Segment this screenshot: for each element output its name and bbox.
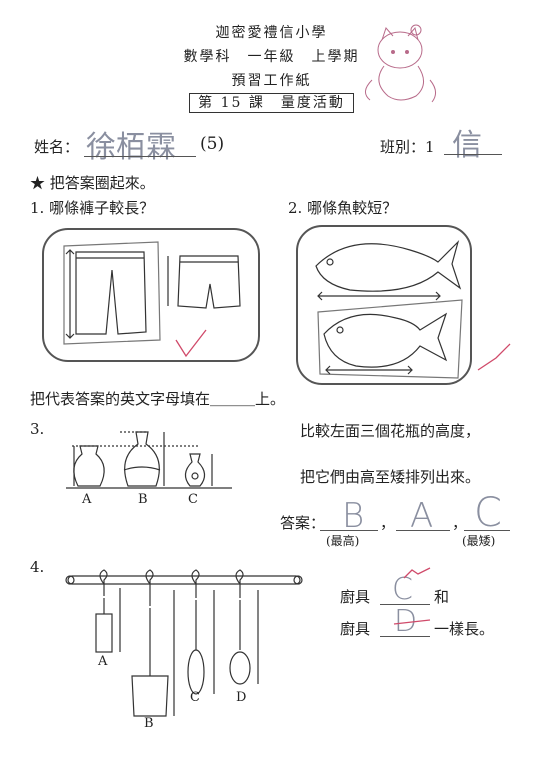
q3-blank-3 — [464, 530, 510, 531]
worksheet-title: 預習工作紙 — [231, 73, 312, 89]
q2-option-box[interactable] — [296, 225, 472, 385]
q3-blank-2 — [396, 530, 450, 531]
name-label: 姓名： — [34, 138, 80, 156]
utensil-label-b: B — [144, 716, 154, 731]
q4-row2-prefix: 廚具 — [340, 620, 371, 638]
q4-row1-prefix: 廚具 — [340, 588, 371, 606]
class-label: 班別：1 — [380, 138, 435, 156]
lesson-title: 第 15 課 量度活動 — [189, 93, 354, 113]
q4-row2-answer[interactable]: D — [394, 604, 418, 639]
utensil-label-c: C — [190, 690, 200, 705]
q4-row1-answer[interactable]: C — [392, 572, 413, 607]
name-line — [84, 156, 196, 157]
class-line — [444, 154, 502, 155]
vase-label-b: B — [138, 492, 148, 507]
q3-number: 3. — [30, 420, 45, 438]
q4-row2-blank — [380, 636, 430, 637]
instruction-circle: ★ 把答案圈起來。 — [30, 174, 155, 192]
school-name: 迦密愛禮信小學 — [215, 25, 328, 41]
q3-blank-1 — [320, 530, 378, 531]
q4-number: 4. — [30, 558, 45, 576]
class-value: 信 — [452, 128, 482, 163]
utensil-label-d: D — [236, 690, 247, 705]
instruction-fill: 把代表答案的英文字母填在＿＿＿上。 — [30, 390, 286, 408]
vase-label-c: C — [188, 492, 198, 507]
q3-line2: 把它們由高至矮排列出來。 — [300, 468, 481, 486]
q3-answer-2[interactable]: A — [410, 496, 434, 536]
q3-answer-3[interactable]: C — [474, 490, 502, 536]
q4-row1-blank — [380, 604, 430, 605]
q2-label: 2. 哪條魚較短？ — [288, 199, 398, 217]
q3-sep-2: ， — [452, 514, 468, 532]
subject-line: 數學科 一年級 上學期 — [183, 49, 360, 65]
q3-answer-label: 答案： — [280, 514, 326, 532]
q3-shortest-note: (最矮) — [462, 534, 496, 548]
q3-tallest-note: (最高) — [326, 534, 360, 548]
q1-option-box[interactable] — [42, 228, 260, 362]
q1-label: 1. 哪條褲子較長？ — [30, 199, 155, 217]
q4-row1-suffix: 和 — [434, 588, 450, 606]
q3-sep-1: ， — [380, 514, 396, 532]
vase-label-a: A — [82, 492, 92, 507]
q3-answer-1[interactable]: B — [342, 496, 365, 536]
q4-row2-suffix: 一樣長。 — [434, 620, 495, 638]
class-number: (5) — [200, 134, 225, 154]
name-value: 徐栢霖 — [86, 130, 176, 165]
utensil-label-a: A — [98, 654, 108, 669]
q3-line1: 比較左面三個花瓶的高度， — [300, 422, 481, 440]
